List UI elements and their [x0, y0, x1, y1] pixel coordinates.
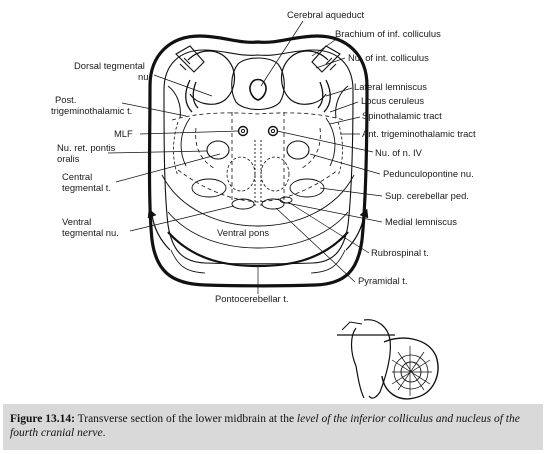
label-ant-trigemino: Ant. trigeminothalamic tract — [362, 128, 476, 139]
label-central-tegmental-line2: tegmental t. — [62, 182, 111, 193]
caption-italic-text: level of the inferior colliculus and nuc… — [10, 413, 520, 439]
label-post-trigemino-line2: trigeminothalamic t. — [51, 105, 132, 116]
section-outline — [147, 34, 369, 288]
label-sup-cerebellar-ped: Sup. cerebellar ped. — [385, 190, 469, 201]
pontocerebellar-arrows — [147, 208, 369, 251]
label-nu-n-iv: Nu. of n. IV — [375, 147, 423, 158]
label-ventral-tegmental-line2: tegmental nu. — [62, 227, 119, 238]
figure-caption: Figure 13.14: Transverse section of the … — [3, 404, 543, 450]
label-ventral-tegmental-line1: Ventral — [62, 216, 91, 227]
labels: Cerebral aqueduct Brachium of inf. colli… — [51, 9, 476, 304]
label-mlf: MLF — [114, 128, 133, 139]
label-nu-ret-pontis-line2: oralis — [57, 153, 80, 164]
tectum — [167, 45, 349, 119]
label-pontocerebellar: Pontocerebellar t. — [215, 293, 288, 304]
label-nu-int-colliculus: Nu. of int. colliculus — [348, 52, 429, 63]
label-pedunculopontine: Pedunculopontine nu. — [383, 168, 474, 179]
label-central-tegmental-line1: Central — [62, 171, 92, 182]
label-lateral-lemniscus: Lateral lemniscus — [354, 81, 427, 92]
label-pyramidal: Pyramidal t. — [358, 275, 408, 286]
label-spinothalamic-tract: Spinothalamic tract — [362, 110, 442, 121]
caption-end: . — [102, 426, 106, 439]
label-dorsal-tegmental-line2: nu. — [138, 71, 151, 82]
label-locus-ceruleus: Locus ceruleus — [361, 95, 424, 106]
label-brachium-inf-colliculus: Brachium of inf. colliculus — [335, 28, 441, 39]
label-post-trigemino-line1: Post. — [55, 94, 76, 105]
label-cerebral-aqueduct: Cerebral aqueduct — [287, 9, 365, 20]
label-ventral-pons: Ventral pons — [217, 227, 269, 238]
leader-lines — [107, 20, 383, 294]
tegmentum — [171, 112, 345, 210]
caption-label: Figure 13.14: — [10, 413, 75, 425]
inset-brainstem-thumbnail — [337, 319, 439, 400]
label-rubrospinal: Rubrospinal t. — [371, 247, 429, 258]
caption-text: Transverse section of the lower midbrain… — [74, 413, 297, 425]
label-medial-lemniscus: Medial lemniscus — [385, 216, 457, 227]
label-dorsal-tegmental-line1: Dorsal tegmental — [74, 60, 145, 71]
label-nu-ret-pontis-line1: Nu. ret. pontis — [57, 142, 116, 153]
